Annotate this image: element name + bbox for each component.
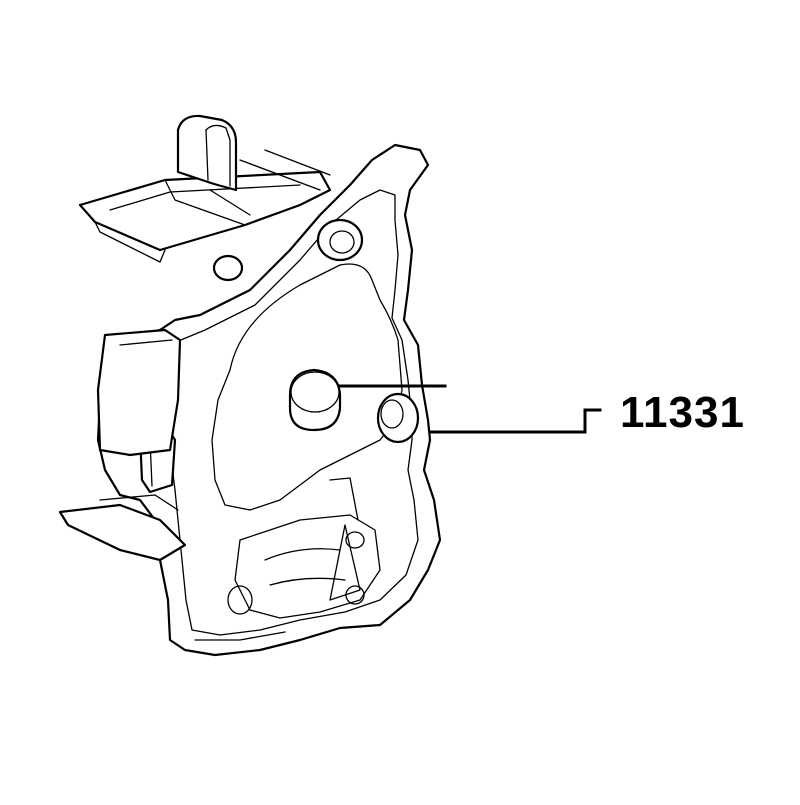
part-number-label: 11331 (620, 388, 745, 437)
lower-left-arm (58, 494, 187, 562)
left-mounting-pad (96, 328, 182, 457)
upper-bracket (78, 149, 332, 263)
top-tab (176, 114, 238, 192)
right-boss (376, 392, 420, 444)
lower-pump-body (194, 477, 381, 641)
upper-boss (316, 218, 364, 262)
center-plug (288, 368, 342, 432)
callout-leader (338, 384, 602, 434)
bracket-stud (212, 254, 244, 282)
